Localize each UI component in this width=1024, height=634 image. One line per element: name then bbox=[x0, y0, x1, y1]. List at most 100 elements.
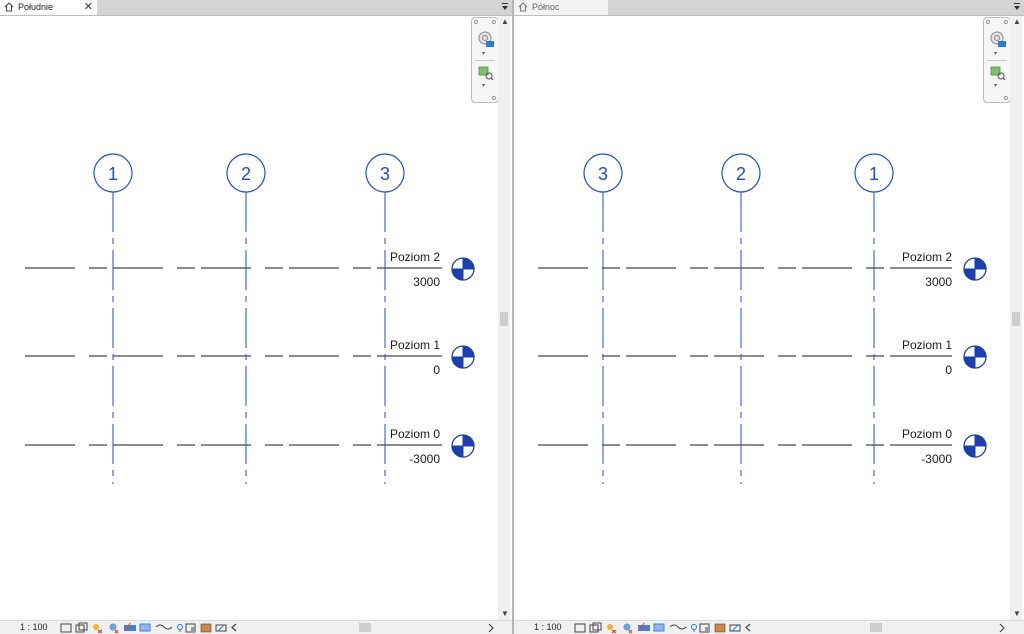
level-name: Poziom 0 bbox=[390, 427, 440, 441]
2d-wheel-icon[interactable] bbox=[989, 30, 1007, 48]
level-elevation: -3000 bbox=[921, 452, 952, 466]
navbar-resize-icon bbox=[492, 96, 496, 100]
chevron-down-icon[interactable]: ▾ bbox=[994, 51, 998, 57]
level-elevation: 0 bbox=[433, 363, 440, 377]
close-icon[interactable]: ✕ bbox=[83, 1, 93, 13]
level-head-quadrant bbox=[964, 269, 975, 280]
level-elevation: 0 bbox=[945, 363, 952, 377]
grid-bubble bbox=[854, 153, 894, 193]
grid-line[interactable]: 3 bbox=[365, 153, 405, 484]
level-head-quadrant bbox=[452, 446, 463, 457]
house-icon bbox=[518, 2, 528, 12]
navbar-handle-icon bbox=[474, 20, 478, 24]
horizontal-scrollbar-thumb[interactable] bbox=[359, 623, 371, 632]
scroll-down-icon[interactable]: ▼ bbox=[501, 609, 509, 618]
zoom-region-icon[interactable] bbox=[478, 65, 494, 81]
level-name: Poziom 1 bbox=[902, 338, 952, 352]
level-elevation: -3000 bbox=[409, 452, 440, 466]
chevron-down-icon[interactable]: ▾ bbox=[994, 83, 998, 89]
chevron-down-icon[interactable]: ▾ bbox=[482, 83, 486, 89]
view-control-bar: 1 : 100 bbox=[514, 620, 1024, 634]
scrollbar-thumb[interactable] bbox=[1012, 312, 1020, 326]
navbar-close-icon bbox=[1004, 20, 1008, 24]
level-line[interactable]: Poziom 0 -3000 bbox=[25, 427, 475, 466]
grid-bubble bbox=[721, 153, 761, 193]
grid-line[interactable]: 2 bbox=[226, 153, 266, 484]
level-head-quadrant bbox=[964, 446, 975, 457]
pane-splitter[interactable] bbox=[512, 0, 514, 634]
level-head-quadrant bbox=[975, 435, 986, 446]
scroll-up-icon[interactable]: ▲ bbox=[1013, 17, 1021, 26]
level-elevation: 3000 bbox=[925, 275, 952, 289]
navigation-bar[interactable]: ▾ ▾ bbox=[983, 17, 1011, 103]
grid-bubble bbox=[365, 153, 405, 193]
vertical-scrollbar[interactable]: ▲ ▼ bbox=[498, 16, 510, 620]
view-scale[interactable]: 1 : 100 bbox=[20, 622, 48, 632]
view-tab-bar: Północ bbox=[514, 0, 1024, 16]
grid-label: 3 bbox=[380, 164, 390, 184]
tab-north[interactable]: Północ bbox=[514, 0, 608, 15]
navbar-resize-icon bbox=[1004, 96, 1008, 100]
tab-label: Południe bbox=[18, 2, 54, 12]
tab-label: Północ bbox=[532, 2, 560, 12]
scrollbar-thumb[interactable] bbox=[500, 312, 508, 326]
chevron-down-icon[interactable]: ▾ bbox=[482, 51, 486, 57]
2d-wheel-icon[interactable] bbox=[477, 30, 495, 48]
level-line[interactable]: Poziom 2 3000 bbox=[538, 250, 987, 289]
navbar-close-icon bbox=[492, 20, 496, 24]
vertical-scrollbar[interactable]: ▲ ▼ bbox=[1010, 16, 1022, 620]
level-line[interactable]: Poziom 0 -3000 bbox=[538, 427, 987, 466]
view-control-icons[interactable] bbox=[574, 622, 754, 633]
navbar-separator bbox=[987, 60, 1007, 61]
scroll-up-icon[interactable]: ▲ bbox=[501, 17, 509, 26]
grid-line[interactable]: 1 bbox=[93, 153, 133, 484]
view-tab-bar: Południe ✕ bbox=[0, 0, 512, 16]
level-head-quadrant bbox=[452, 357, 463, 368]
level-head-quadrant bbox=[463, 258, 474, 269]
level-line[interactable]: Poziom 1 0 bbox=[25, 338, 475, 377]
view-scale[interactable]: 1 : 100 bbox=[534, 622, 562, 632]
level-head-quadrant bbox=[964, 357, 975, 368]
grid-bubble bbox=[93, 153, 133, 193]
level-name: Poziom 0 bbox=[902, 427, 952, 441]
level-head-quadrant bbox=[975, 346, 986, 357]
level-elevation: 3000 bbox=[413, 275, 440, 289]
scroll-right-icon[interactable] bbox=[998, 623, 1006, 633]
horizontal-scrollbar-thumb[interactable] bbox=[870, 623, 882, 632]
level-head-quadrant bbox=[463, 435, 474, 446]
grid-label: 3 bbox=[598, 164, 608, 184]
tab-south[interactable]: Południe ✕ bbox=[0, 0, 97, 15]
view-control-bar: 1 : 100 bbox=[0, 620, 512, 634]
level-name: Poziom 2 bbox=[902, 250, 952, 264]
scroll-down-icon[interactable]: ▼ bbox=[1013, 609, 1021, 618]
grid-label: 2 bbox=[241, 164, 251, 184]
level-head-quadrant bbox=[463, 346, 474, 357]
house-icon bbox=[4, 2, 14, 12]
navbar-separator bbox=[475, 60, 495, 61]
grid-label: 1 bbox=[108, 164, 118, 184]
grid-label: 1 bbox=[869, 164, 879, 184]
level-name: Poziom 1 bbox=[390, 338, 440, 352]
dropdown-arrow-icon[interactable] bbox=[501, 1, 509, 13]
zoom-region-icon[interactable] bbox=[990, 65, 1006, 81]
navigation-bar[interactable]: ▾ ▾ bbox=[471, 17, 499, 103]
level-line[interactable]: Poziom 1 0 bbox=[538, 338, 987, 377]
level-line[interactable]: Poziom 2 3000 bbox=[25, 250, 475, 289]
view-control-icons[interactable] bbox=[60, 622, 240, 633]
navbar-handle-icon bbox=[986, 20, 990, 24]
grid-line[interactable]: 3 bbox=[583, 153, 623, 484]
grid-line[interactable]: 1 bbox=[854, 153, 894, 484]
level-head-quadrant bbox=[452, 269, 463, 280]
level-head-quadrant bbox=[975, 258, 986, 269]
grid-bubble bbox=[583, 153, 623, 193]
grid-line[interactable]: 2 bbox=[721, 153, 761, 484]
scroll-right-icon[interactable] bbox=[487, 623, 495, 633]
grid-bubble bbox=[226, 153, 266, 193]
dropdown-arrow-icon[interactable] bbox=[1013, 1, 1021, 13]
level-name: Poziom 2 bbox=[390, 250, 440, 264]
grid-label: 2 bbox=[736, 164, 746, 184]
